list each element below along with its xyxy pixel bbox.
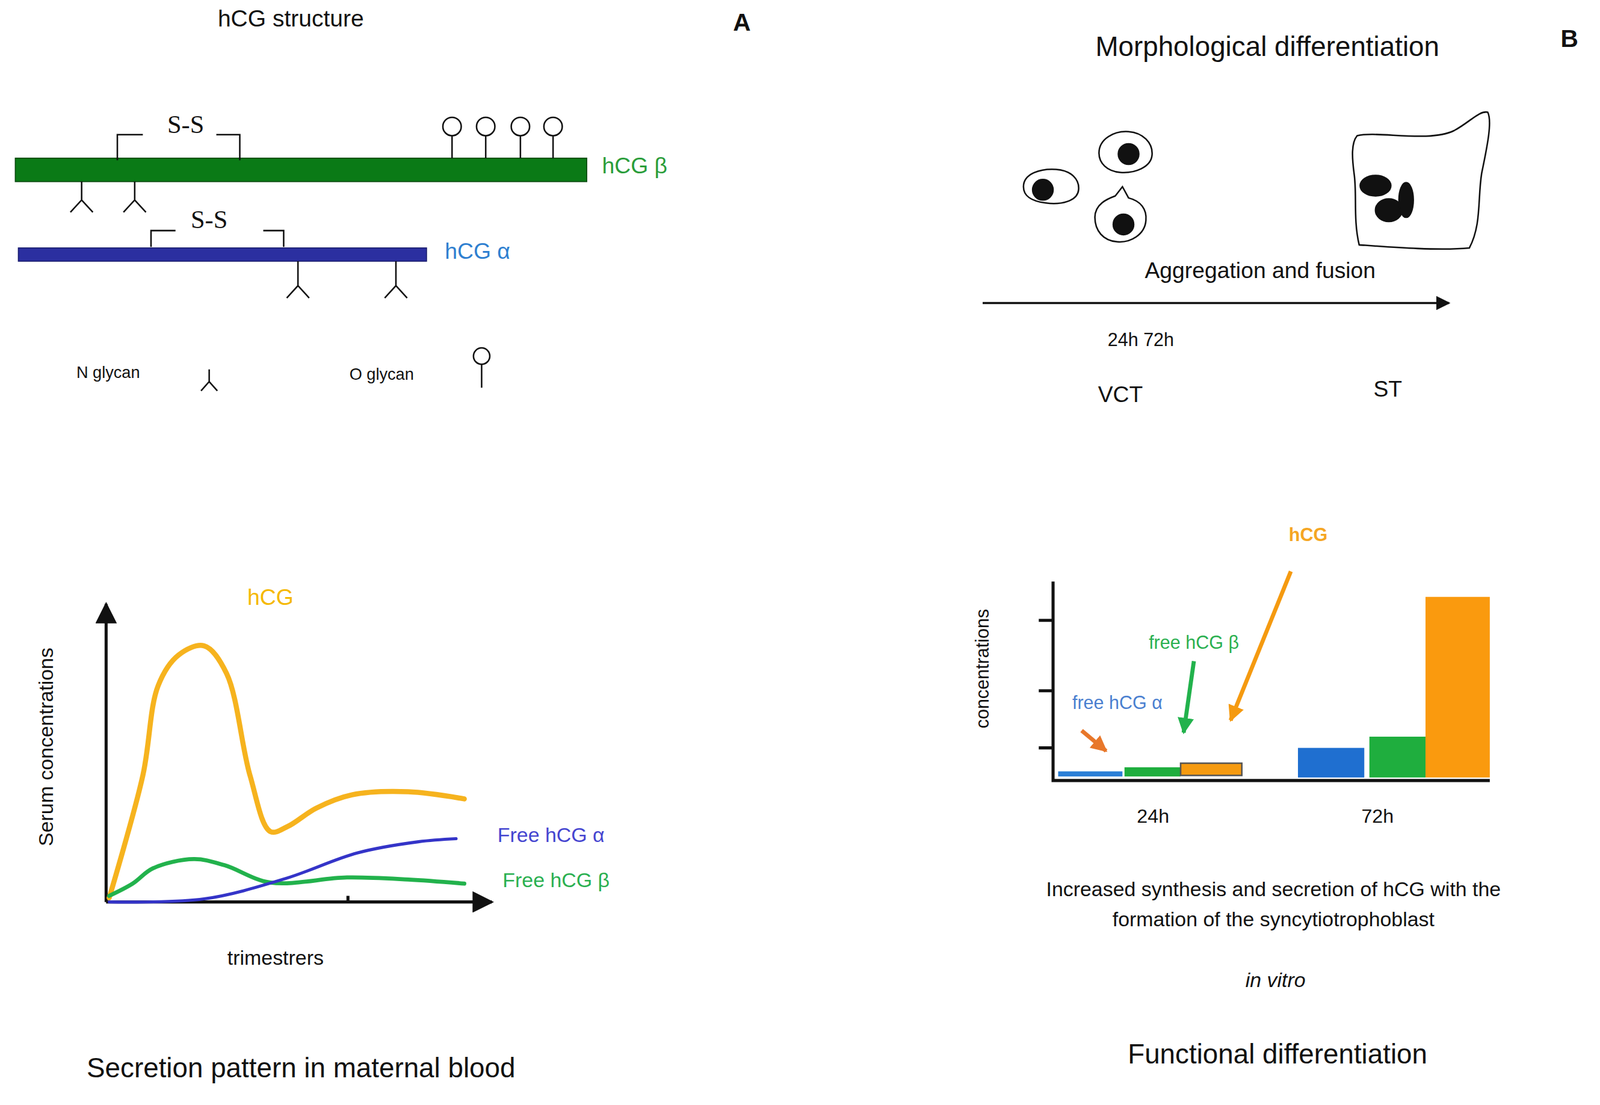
axis-title: trimestrers	[227, 945, 324, 969]
legend-text: N glycan	[76, 362, 141, 382]
disulfide-bond-label: S-S	[190, 204, 228, 235]
curve-label: Free hCG β	[502, 867, 610, 892]
hcg-structure	[15, 117, 587, 391]
cells	[982, 111, 1490, 303]
bar-chart	[1038, 571, 1490, 781]
disulfide-bond-label: S-S	[167, 110, 204, 140]
cell-label: ST	[1373, 376, 1403, 402]
bar-label: free hCG β	[1148, 632, 1239, 654]
legend-text: O glycan	[349, 365, 414, 384]
curve-label: Free hCG α	[497, 823, 605, 847]
panel-caption: Functional differentiation	[1127, 1037, 1428, 1070]
axis-tick-label: 24h	[1136, 805, 1170, 828]
panel-title: Morphological differentiation	[1095, 31, 1440, 64]
line-chart-curves	[108, 645, 464, 902]
subunit-label: hCG α	[444, 238, 511, 265]
panel-caption: Increased synthesis and secretion of hCG…	[1033, 874, 1514, 934]
curve-label: hCG	[247, 584, 294, 611]
arrow-label: Aggregation and fusion	[1144, 257, 1376, 284]
panel-letter: B	[1560, 24, 1578, 53]
concentration-curve	[108, 645, 464, 898]
time-label: 24h 72h	[1107, 329, 1174, 351]
panel-caption: in vitro	[1245, 967, 1306, 992]
line-chart-axes	[105, 604, 492, 902]
bar-label: hCG	[1288, 524, 1328, 546]
axis-title: Serum concentrations	[34, 647, 58, 847]
subunit-label: hCG β	[602, 152, 668, 179]
panel-caption: Secretion pattern in maternal blood	[86, 1052, 516, 1085]
panel-title: hCG structure	[217, 4, 365, 32]
panel-letter: A	[732, 8, 751, 37]
bar-label: free hCG α	[1072, 692, 1163, 714]
axis-title: concentrations	[971, 608, 993, 728]
axis-tick-label: 72h	[1361, 805, 1394, 828]
cell-label: VCT	[1098, 380, 1144, 407]
concentration-curve	[108, 838, 457, 902]
